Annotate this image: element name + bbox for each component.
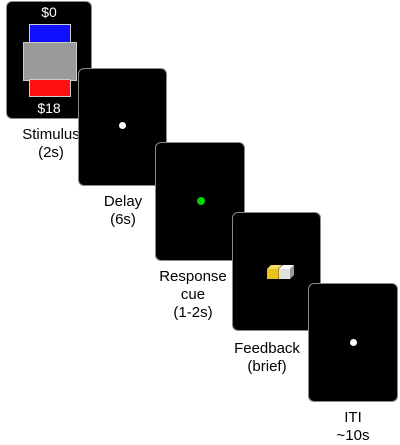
delay-screen bbox=[78, 68, 167, 186]
feedback-screen bbox=[232, 212, 321, 331]
iti-screen bbox=[308, 283, 398, 402]
loss-bar bbox=[29, 24, 71, 44]
gain-bar bbox=[29, 79, 71, 97]
delay-label: Delay (6s) bbox=[103, 193, 143, 228]
top-amount: $0 bbox=[41, 4, 57, 20]
response-cue-screen bbox=[155, 142, 245, 261]
feedback-coins-icon bbox=[267, 265, 294, 279]
stimulus-screen: $0 $18 bbox=[6, 1, 92, 119]
iti-label: ITI ~10s bbox=[336, 409, 370, 444]
response-cue-label: Response cue (1-2s) bbox=[159, 268, 227, 321]
bottom-amount: $18 bbox=[37, 100, 61, 116]
green-response-dot bbox=[197, 197, 205, 205]
fixation-dot bbox=[350, 339, 357, 346]
mask-rect bbox=[23, 42, 77, 81]
stimulus-label: Stimulus (2s) bbox=[22, 126, 80, 161]
fixation-dot bbox=[119, 122, 126, 129]
feedback-label: Feedback (brief) bbox=[234, 340, 300, 375]
